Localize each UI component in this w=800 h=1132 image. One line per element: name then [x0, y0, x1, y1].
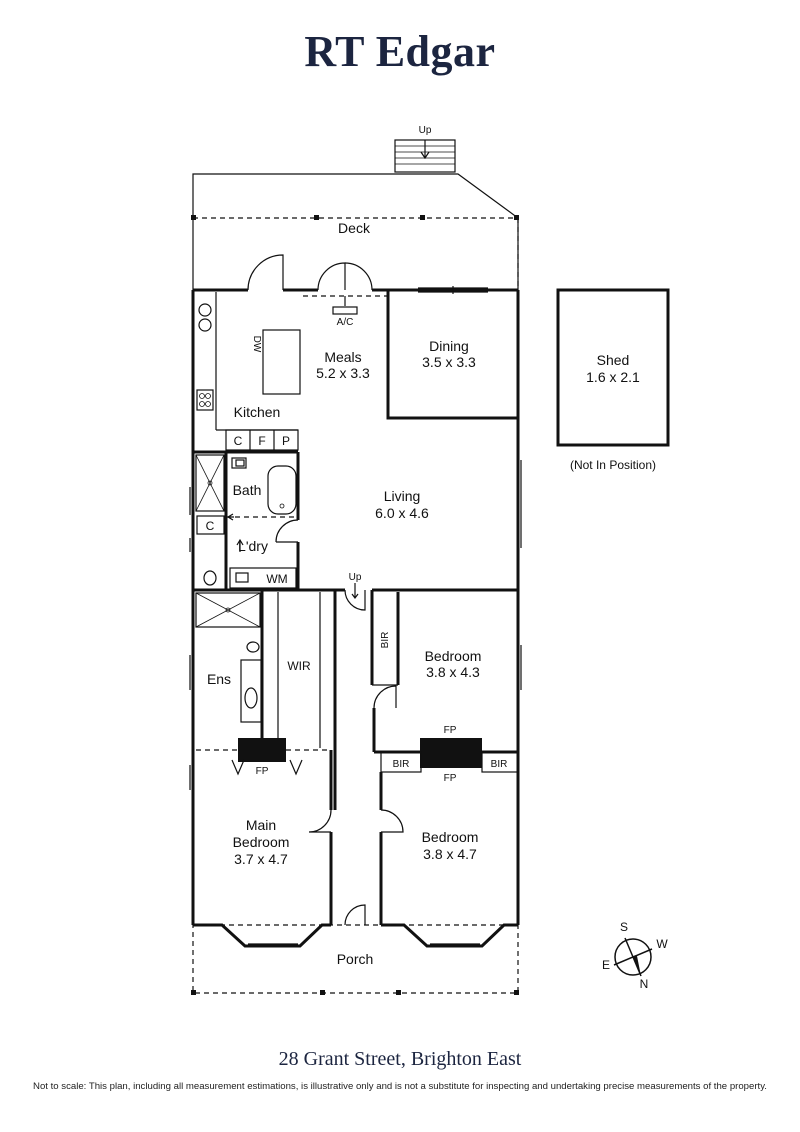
living-label: Living	[384, 488, 421, 504]
meals-size: 5.2 x 3.3	[316, 365, 370, 381]
kitchen-zone: DW Kitchen Meals 5.2 x 3.3 Dining 3.5 x …	[196, 290, 518, 431]
main-bedroom-label-1: Main	[246, 817, 276, 833]
ac-label: A/C	[337, 317, 354, 328]
bedroom-two-zone: BIR Bedroom 3.8 x 4.3 FP	[370, 590, 518, 768]
wm-label: WM	[266, 572, 287, 586]
wir-label: WIR	[287, 659, 311, 673]
compass-w: W	[656, 937, 668, 951]
bedroom2-bir-label: BIR	[380, 632, 391, 649]
shed: Shed 1.6 x 2.1 (Not In Position)	[556, 288, 670, 472]
compass-e: E	[602, 958, 610, 972]
cupboard-c-label: C	[234, 434, 243, 448]
shed-size: 1.6 x 2.1	[586, 369, 640, 385]
bedroom3-size: 3.8 x 4.7	[423, 846, 477, 862]
bedroom3-fp-label: FP	[444, 773, 457, 784]
dw-label: DW	[251, 336, 262, 353]
exterior-walls	[191, 288, 520, 948]
bath-laundry-zone: Bath C L'dry WM	[193, 450, 518, 592]
compass-n: N	[640, 977, 649, 991]
living-size: 6.0 x 4.6	[375, 505, 429, 521]
pantry-cupboards: C F P	[225, 429, 299, 451]
laundry-cupboard-label: C	[206, 519, 215, 533]
bedroom2-fp-label: FP	[444, 725, 457, 736]
ensuite-wir-zone: Ens WIR FP	[195, 590, 337, 810]
cupboard-p-label: P	[282, 434, 290, 448]
main-bedroom-fp-label: FP	[256, 766, 269, 777]
rear-openings: A/C	[247, 254, 488, 328]
brand-logo: RT Edgar	[304, 27, 496, 76]
compass-icon: S W E N	[602, 920, 668, 991]
bedroom-three-zone: BIR BIR FP Bedroom 3.8 x 4.7	[379, 751, 519, 925]
compass-s: S	[620, 920, 628, 934]
laundry-label: L'dry	[238, 538, 268, 554]
bedroom2-label: Bedroom	[425, 648, 482, 664]
hall-up-label: Up	[349, 572, 362, 583]
bedroom2-size: 3.8 x 4.3	[426, 664, 480, 680]
bedroom3-label: Bedroom	[422, 829, 479, 845]
porch-label: Porch	[337, 951, 374, 967]
deck-label: Deck	[338, 220, 371, 236]
dining-size: 3.5 x 3.3	[422, 354, 476, 370]
deck: Deck	[191, 173, 519, 290]
porch: Porch	[191, 904, 519, 995]
shed-note: (Not In Position)	[570, 458, 656, 472]
cupboard-f-label: F	[258, 434, 265, 448]
property-address: 28 Grant Street, Brighton East	[278, 1048, 522, 1070]
shed-label: Shed	[597, 352, 630, 368]
ensuite-label: Ens	[207, 671, 231, 687]
bath-label: Bath	[233, 482, 262, 498]
bedroom3-bir-right-label: BIR	[491, 759, 508, 770]
living-zone: Living 6.0 x 4.6 Up	[344, 488, 429, 611]
back-steps: Up	[394, 125, 456, 173]
meals-label: Meals	[324, 349, 361, 365]
side-windows	[189, 460, 522, 790]
disclaimer: Not to scale: This plan, including all m…	[33, 1081, 767, 1092]
main-bedroom-size: 3.7 x 4.7	[234, 851, 288, 867]
dining-label: Dining	[429, 338, 469, 354]
main-bedroom-zone: Main Bedroom 3.7 x 4.7	[233, 750, 333, 925]
bedroom3-bir-left-label: BIR	[393, 759, 410, 770]
main-bedroom-label-2: Bedroom	[233, 834, 290, 850]
steps-up-label: Up	[419, 125, 432, 136]
kitchen-label: Kitchen	[234, 404, 281, 420]
